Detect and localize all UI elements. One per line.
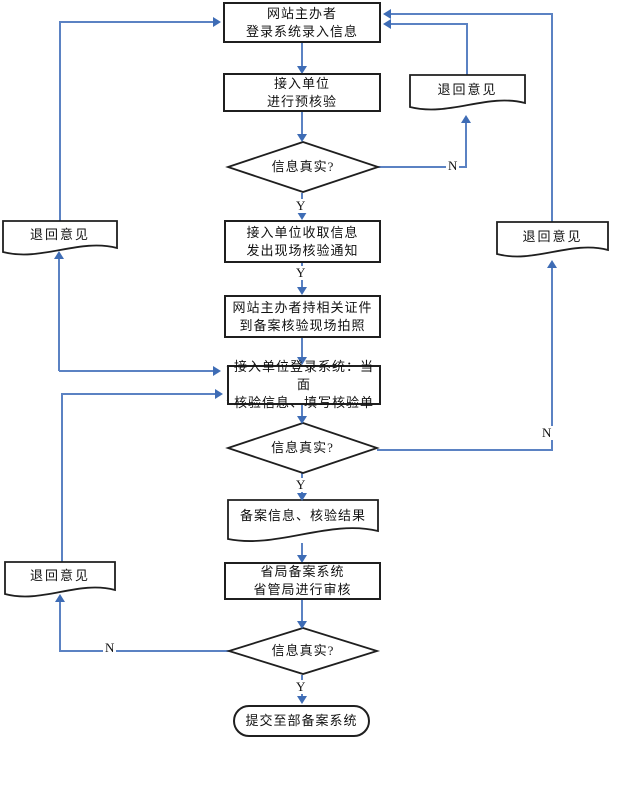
return-doc-right-top-label: 退回意见 (437, 82, 498, 97)
return-doc-left-top-label: 退回意见 (29, 227, 90, 242)
arrowhead-up (54, 251, 64, 259)
arrowhead-up (461, 115, 471, 123)
start-box-line2: 登录系统录入信息 (245, 23, 358, 39)
yes2-label: Y (294, 265, 308, 280)
arrowheads (54, 9, 557, 704)
pre-check-box: 接入单位 进行预核验 (223, 73, 381, 112)
return-doc-right-middle-label: 退回意见 (522, 229, 583, 244)
arrowhead-right (213, 366, 221, 376)
arrowhead-down (297, 416, 307, 424)
arrowhead-down (297, 493, 307, 501)
province-box-line1: 省局备案系统 (260, 564, 345, 579)
arrowhead-down (297, 66, 307, 74)
notify-box: 接入单位收取信息 发出现场核验通知 (224, 220, 381, 263)
arrowhead-left (383, 9, 391, 19)
arrowhead-down (297, 555, 307, 563)
arrowhead-down (297, 696, 307, 704)
edge-returndoc-rm-to-start (390, 13, 553, 222)
onsite-verify-box-line1: 接入单位登录系统：当面 (233, 359, 374, 392)
yes4-label: Y (294, 679, 308, 694)
edge-returndoc-lt-to-start (59, 21, 214, 221)
pre-check-box-line2: 进行预核验 (266, 93, 337, 109)
arrowhead-down (297, 212, 307, 220)
decision3-diamond (225, 627, 381, 675)
arrowhead-right (213, 17, 221, 27)
return-doc-left-top-shape (2, 220, 118, 256)
end-terminator: 提交至部备案系统 (233, 705, 370, 737)
decision3-label: 信息真实? (271, 643, 335, 658)
yes3-label: Y (294, 477, 308, 492)
arrowhead-down (297, 621, 307, 629)
arrowhead-down (297, 134, 307, 142)
result-doc-shape (227, 499, 379, 542)
no3-label: N (103, 640, 117, 655)
photo-box-line1: 网站主办者持相关证件 (232, 299, 373, 315)
flow-shapes (2, 74, 609, 675)
decision1-label: 信息真实? (271, 159, 335, 174)
photo-box: 网站主办者持相关证件 到备案核验现场拍照 (224, 295, 381, 338)
photo-box-line2: 到备案核验现场拍照 (239, 317, 366, 333)
end-terminator-label: 提交至部备案系统 (245, 713, 358, 728)
arrowhead-left (383, 19, 391, 29)
arrowhead-down (297, 287, 307, 295)
edge-verify-returndoc-lt (58, 259, 214, 372)
yes1-label: Y (294, 198, 308, 213)
decision2-diamond (225, 422, 380, 474)
arrowhead-up (547, 260, 557, 268)
start-box: 网站主办者 登录系统录入信息 (223, 2, 381, 43)
arrowhead-down (297, 357, 307, 365)
province-box: 省局备案系统 省管局进行审核 (224, 562, 381, 600)
return-doc-left-bottom-label: 退回意见 (29, 568, 90, 583)
return-doc-right-top-shape (409, 74, 526, 111)
edge-returndoc-lb-to-verify (61, 393, 216, 562)
decision1-diamond (225, 141, 381, 193)
arrowhead-right (215, 389, 223, 399)
return-doc-left-bottom-shape (4, 561, 116, 598)
return-doc-right-middle-shape (496, 221, 609, 258)
connector-lines (58, 13, 553, 697)
edge-decision2-no (377, 268, 553, 451)
no1-label: N (446, 158, 460, 173)
decision2-label: 信息真实? (271, 440, 334, 455)
province-box-line2: 省管局进行审核 (253, 582, 352, 597)
pre-check-box-line1: 接入单位 (273, 75, 330, 91)
result-doc-label: 备案信息、核验结果 (239, 507, 366, 523)
notify-box-line1: 接入单位收取信息 (246, 224, 359, 240)
notify-box-line2: 发出现场核验通知 (246, 242, 359, 258)
start-box-line1: 网站主办者 (266, 5, 337, 21)
edge-decision1-no (378, 123, 467, 168)
onsite-verify-box: 接入单位登录系统：当面 核验信息、填写核验单 (227, 359, 381, 410)
onsite-verify-box-line2: 核验信息、填写核验单 (233, 395, 374, 410)
no2-label: N (540, 425, 554, 440)
edge-returndoc-rt-to-start (390, 23, 468, 75)
edge-decision3-no (59, 602, 229, 652)
arrowhead-up (55, 594, 65, 602)
